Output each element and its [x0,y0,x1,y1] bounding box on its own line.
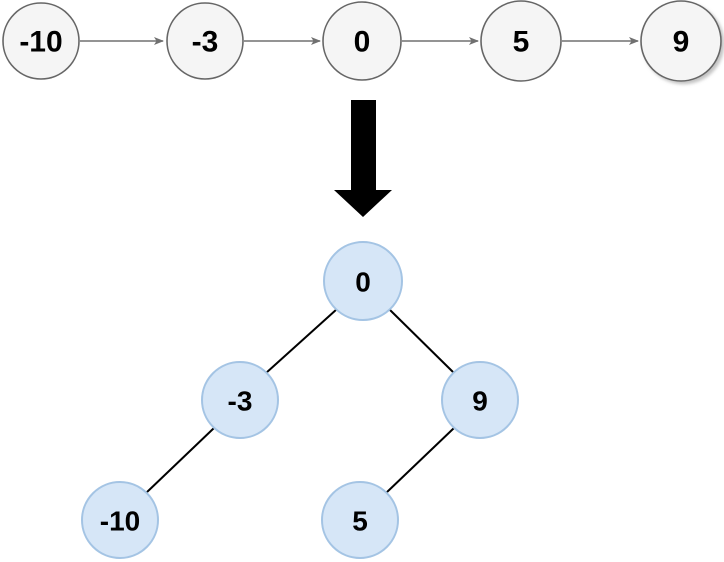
tree-node-root[interactable]: 0 [323,241,403,321]
tree-edge-group [145,308,455,494]
tree-edge-root-to-right [388,308,455,374]
downward-conversion-arrow [334,100,392,217]
list-node-4-circle[interactable] [480,0,562,82]
list-node-2[interactable]: -3 [166,2,244,80]
list-node-3[interactable]: 0 [322,1,402,81]
list-node-2-circle[interactable] [166,2,244,80]
list-node-group: -10 -3 0 5 9 [2,0,722,82]
tree-edge-right-to-rightleft [385,427,455,494]
tree-node-group: 0 -3 9 -10 5 [81,241,519,559]
list-node-5[interactable]: 9 [640,0,722,82]
list-node-1-circle[interactable] [2,2,80,80]
list-node-3-circle[interactable] [322,1,402,81]
list-node-4[interactable]: 5 [480,0,562,82]
tree-node-right[interactable]: 9 [441,361,519,439]
tree-node-left-left-circle[interactable] [81,481,159,559]
tree-node-left-circle[interactable] [201,361,279,439]
tree-node-right-left[interactable]: 5 [321,481,399,559]
tree-node-right-left-circle[interactable] [321,481,399,559]
downward-conversion-arrow-shape [334,100,392,217]
tree-edge-root-to-left [265,308,338,374]
list-node-5-circle[interactable] [640,0,722,82]
list-node-1[interactable]: -10 [2,2,80,80]
tree-node-left[interactable]: -3 [201,361,279,439]
tree-node-left-left[interactable]: -10 [81,481,159,559]
tree-node-right-circle[interactable] [441,361,519,439]
tree-edge-left-to-leftleft [145,427,215,494]
tree-node-root-circle[interactable] [323,241,403,321]
